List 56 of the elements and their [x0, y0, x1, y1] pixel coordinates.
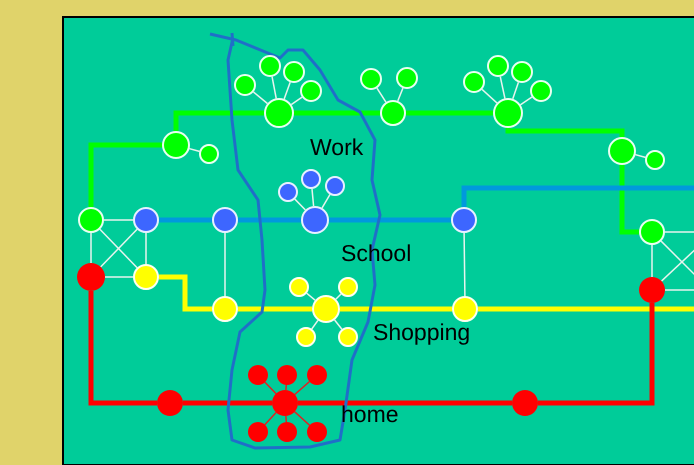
link-line — [335, 294, 342, 300]
link-line — [635, 154, 646, 158]
route-line — [329, 218, 451, 222]
link-line — [285, 416, 288, 422]
link-line — [290, 96, 302, 106]
link-line — [520, 96, 532, 106]
route-line — [159, 274, 212, 312]
route-line — [538, 303, 654, 406]
route-line — [88, 142, 162, 207]
route-line — [88, 291, 157, 406]
link-line — [306, 292, 316, 301]
route-line — [340, 306, 452, 312]
link-line — [264, 412, 277, 426]
route-line — [478, 306, 694, 312]
route-line — [174, 110, 264, 131]
link-line — [665, 231, 694, 233]
link-line — [294, 381, 310, 395]
route-line — [159, 218, 212, 222]
link-line — [665, 289, 694, 291]
route-line — [183, 400, 272, 406]
route-line — [238, 306, 312, 312]
link-line — [224, 233, 226, 296]
link-line — [334, 320, 342, 330]
area-label: Work — [310, 136, 364, 159]
link-line — [311, 188, 314, 206]
link-line — [253, 91, 268, 104]
link-line — [264, 382, 277, 394]
link-line — [294, 198, 306, 210]
link-line — [294, 411, 310, 426]
link-line — [189, 148, 200, 152]
link-line — [105, 276, 133, 278]
link-line — [651, 245, 653, 277]
link-line — [284, 82, 291, 100]
area-label: Shopping — [373, 321, 470, 344]
link-line — [500, 76, 506, 98]
area-label: School — [341, 242, 412, 265]
link-line — [512, 82, 520, 100]
route-line — [406, 110, 493, 116]
route-line — [462, 186, 694, 207]
link-line — [271, 76, 277, 98]
area-label: home — [341, 403, 399, 426]
link-line — [311, 320, 318, 330]
route-line — [294, 110, 380, 116]
route-line — [620, 165, 639, 234]
route-line — [506, 128, 624, 137]
link-line — [376, 88, 387, 102]
link-line — [463, 232, 466, 296]
link-line — [104, 219, 133, 221]
link-line — [321, 194, 331, 208]
link-line — [285, 384, 288, 390]
route-line — [298, 400, 512, 406]
link-line — [482, 88, 498, 104]
link-line — [90, 233, 92, 263]
link-line — [145, 233, 147, 264]
link-line — [397, 88, 404, 102]
route-line — [238, 218, 301, 222]
